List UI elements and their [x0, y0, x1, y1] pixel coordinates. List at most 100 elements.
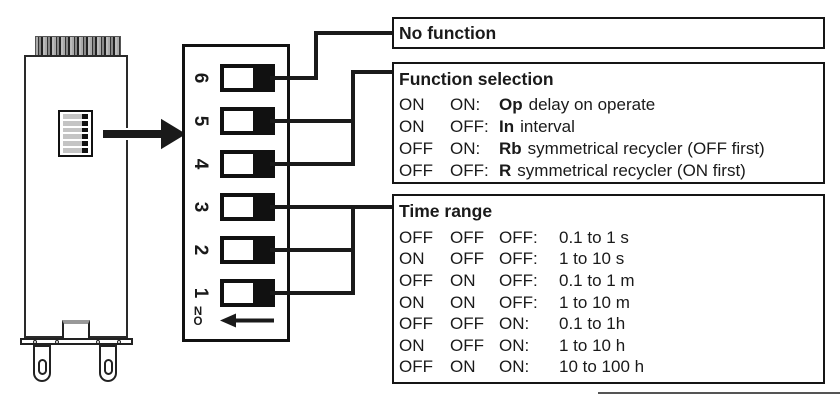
range-value: 10 to 100 h [559, 357, 645, 377]
time-range-row: OFF OFF ON: 0.1 to 1h [399, 313, 823, 335]
switch4-state: ON: [450, 95, 481, 114]
mini-dip-row [63, 114, 88, 119]
switch4-state: OFF: [450, 161, 489, 180]
switch-number-3: 3 [190, 201, 211, 213]
pin-hole [103, 359, 113, 375]
connector-switch2 [270, 248, 355, 252]
page-rule-line [598, 392, 840, 394]
mini-dip-row [63, 141, 88, 147]
time-range-row: OFF ON ON: 10 to 100 h [399, 357, 823, 379]
function-code: R [499, 161, 512, 180]
range-value: 1 to 10 s [559, 249, 625, 269]
switch3-state: OFF: [499, 249, 538, 269]
mini-dip-nub [82, 127, 88, 133]
range-value: 1 to 10 h [559, 335, 626, 355]
connector-switch5 [270, 119, 355, 123]
base-rivet [33, 340, 37, 344]
function-selection-title: Function selection [399, 69, 554, 89]
switch1-state: ON [399, 292, 425, 312]
connector-switch6-riser [314, 31, 318, 80]
connector-to-no-function [314, 31, 394, 35]
switch1-state: ON [399, 335, 425, 355]
dip-switch-3 [220, 193, 275, 221]
switch1-state: OFF [399, 357, 433, 377]
switch2-state: ON [450, 357, 476, 377]
no-function-box: No function [392, 17, 825, 49]
no-function-title: No function [399, 23, 497, 43]
pin-hole [37, 359, 47, 375]
switch-slider [224, 154, 253, 174]
switch-number-1: 1 [190, 287, 211, 299]
connector-to-function-selection [351, 70, 394, 74]
base-rivet [96, 340, 100, 344]
switch3-state: OFF: [499, 292, 538, 312]
switch-slider [224, 240, 253, 260]
switch1-state: OFF [399, 227, 433, 247]
switch-number-5: 5 [190, 115, 211, 127]
range-value: 1 to 10 m [559, 292, 630, 312]
device-pin-right [99, 345, 117, 382]
connector-switch6 [270, 76, 318, 80]
time-range-row: ON ON OFF: 1 to 10 m [399, 292, 823, 314]
connector-function-riser [351, 70, 355, 166]
connector-switch1 [270, 291, 355, 295]
mini-dip-row [63, 148, 88, 153]
mini-dip-nub [82, 114, 88, 119]
device-pin-left [33, 345, 51, 382]
switch5-state: OFF [399, 161, 433, 180]
connector-switch3-to-time-range [270, 205, 394, 209]
device-base-plate [20, 338, 133, 345]
time-range-row: OFF ON OFF: 0.1 to 1 m [399, 270, 823, 292]
device-bottom-notch [62, 320, 90, 338]
mini-dip-nub [82, 134, 88, 140]
switch3-state: OFF: [499, 270, 538, 290]
mini-dip-row [63, 127, 88, 133]
time-range-row: OFF OFF OFF: 0.1 to 1 s [399, 227, 823, 249]
switch-number-2: 2 [190, 244, 211, 256]
function-code: In [499, 117, 515, 136]
range-value: 0.1 to 1 s [559, 227, 629, 247]
switch-number-4: 4 [190, 158, 211, 170]
switch2-state: OFF [450, 227, 484, 247]
time-range-rows: OFF OFF OFF: 0.1 to 1 s ON OFF OFF: 1 to… [399, 227, 823, 378]
mini-dip-row [63, 134, 88, 140]
switch3-state: ON: [499, 335, 530, 355]
switch5-state: ON [399, 117, 425, 136]
switch-slider [224, 68, 253, 88]
function-desc-text: interval [520, 117, 575, 136]
function-code: Rb [499, 139, 522, 158]
function-desc-text: symmetrical recycler (ON first) [517, 161, 746, 180]
connector-time-range-riser [351, 205, 355, 295]
switch2-state: ON [450, 292, 476, 312]
connector-switch4 [270, 162, 355, 166]
time-range-row: ON OFF OFF: 1 to 10 s [399, 249, 823, 271]
switch4-state: ON: [450, 139, 481, 158]
mini-dip-nub [82, 141, 88, 147]
switch5-state: ON [399, 95, 425, 114]
base-rivet [117, 340, 121, 344]
device-dip-switch-block [58, 110, 93, 157]
switch2-state: OFF [450, 335, 484, 355]
time-range-row: ON OFF ON: 1 to 10 h [399, 335, 823, 357]
dip-switch-5 [220, 107, 275, 135]
switch1-state: ON [399, 249, 425, 269]
switch2-state: ON [450, 270, 476, 290]
dip-switch-2 [220, 236, 275, 264]
device-body [24, 55, 128, 338]
switch1-state: OFF [399, 270, 433, 290]
dip-switch-1 [220, 279, 275, 307]
time-range-title: Time range [399, 201, 493, 221]
switch-number-6: 6 [190, 72, 211, 84]
switch3-state: ON: [499, 314, 530, 334]
switch5-state: OFF [399, 139, 433, 158]
function-desc: In interval [499, 117, 823, 137]
dip-switch-6 [220, 64, 275, 92]
on-direction-arrow-icon [220, 313, 274, 328]
